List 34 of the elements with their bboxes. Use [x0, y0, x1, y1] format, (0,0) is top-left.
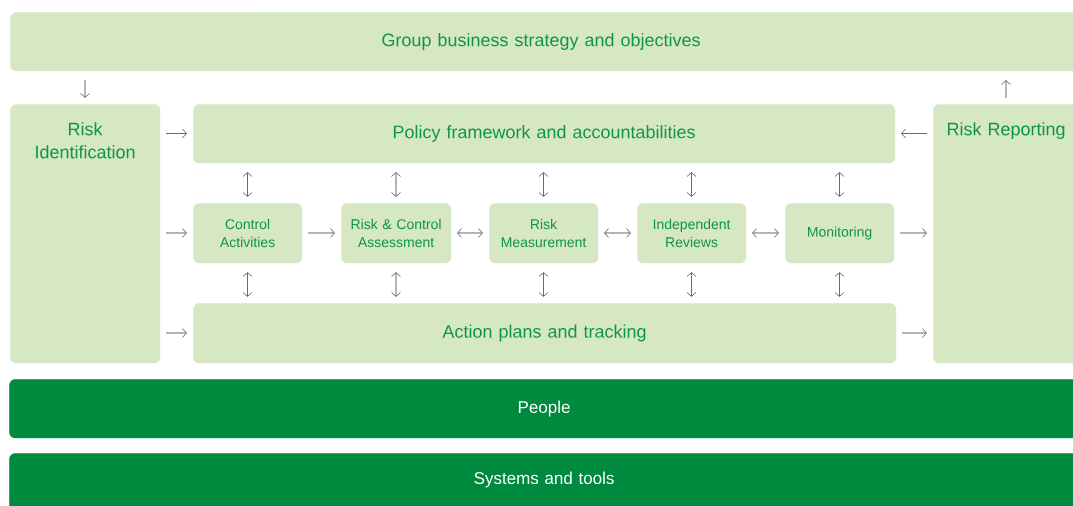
arrow — [391, 272, 401, 297]
arrow — [834, 172, 845, 197]
process-box: Risk Measurement — [489, 203, 599, 264]
arrow — [538, 172, 549, 197]
arrow — [686, 272, 697, 297]
process-box: Control Activities — [193, 203, 303, 264]
process-box: Action plans and tracking — [193, 303, 897, 364]
arrow — [901, 328, 927, 338]
arrow — [242, 272, 253, 297]
arrow — [834, 272, 845, 297]
arrow — [391, 172, 401, 197]
arrow — [1001, 80, 1011, 99]
foundation-band: People — [9, 379, 1073, 439]
arrow — [899, 228, 927, 238]
arrow — [165, 128, 187, 139]
arrow — [686, 172, 697, 197]
arrow — [307, 228, 335, 238]
arrow — [901, 128, 928, 139]
arrow — [80, 79, 90, 98]
arrow — [457, 228, 483, 238]
arrow — [604, 228, 631, 238]
process-box: Monitoring — [785, 203, 895, 264]
process-box: Risk & Control Assessment — [341, 203, 452, 264]
arrow — [538, 272, 549, 297]
process-box: Independent Reviews — [637, 203, 747, 264]
arrow — [752, 228, 779, 238]
arrow — [165, 328, 187, 338]
foundation-band: Systems and tools — [9, 453, 1073, 506]
process-box: Risk Identification — [10, 104, 161, 364]
arrow — [165, 228, 187, 238]
process-box: Policy framework and accountabilities — [193, 104, 896, 164]
process-box: Risk Reporting — [933, 104, 1073, 364]
process-box: Group business strategy and objectives — [10, 12, 1073, 72]
arrow — [242, 172, 253, 197]
